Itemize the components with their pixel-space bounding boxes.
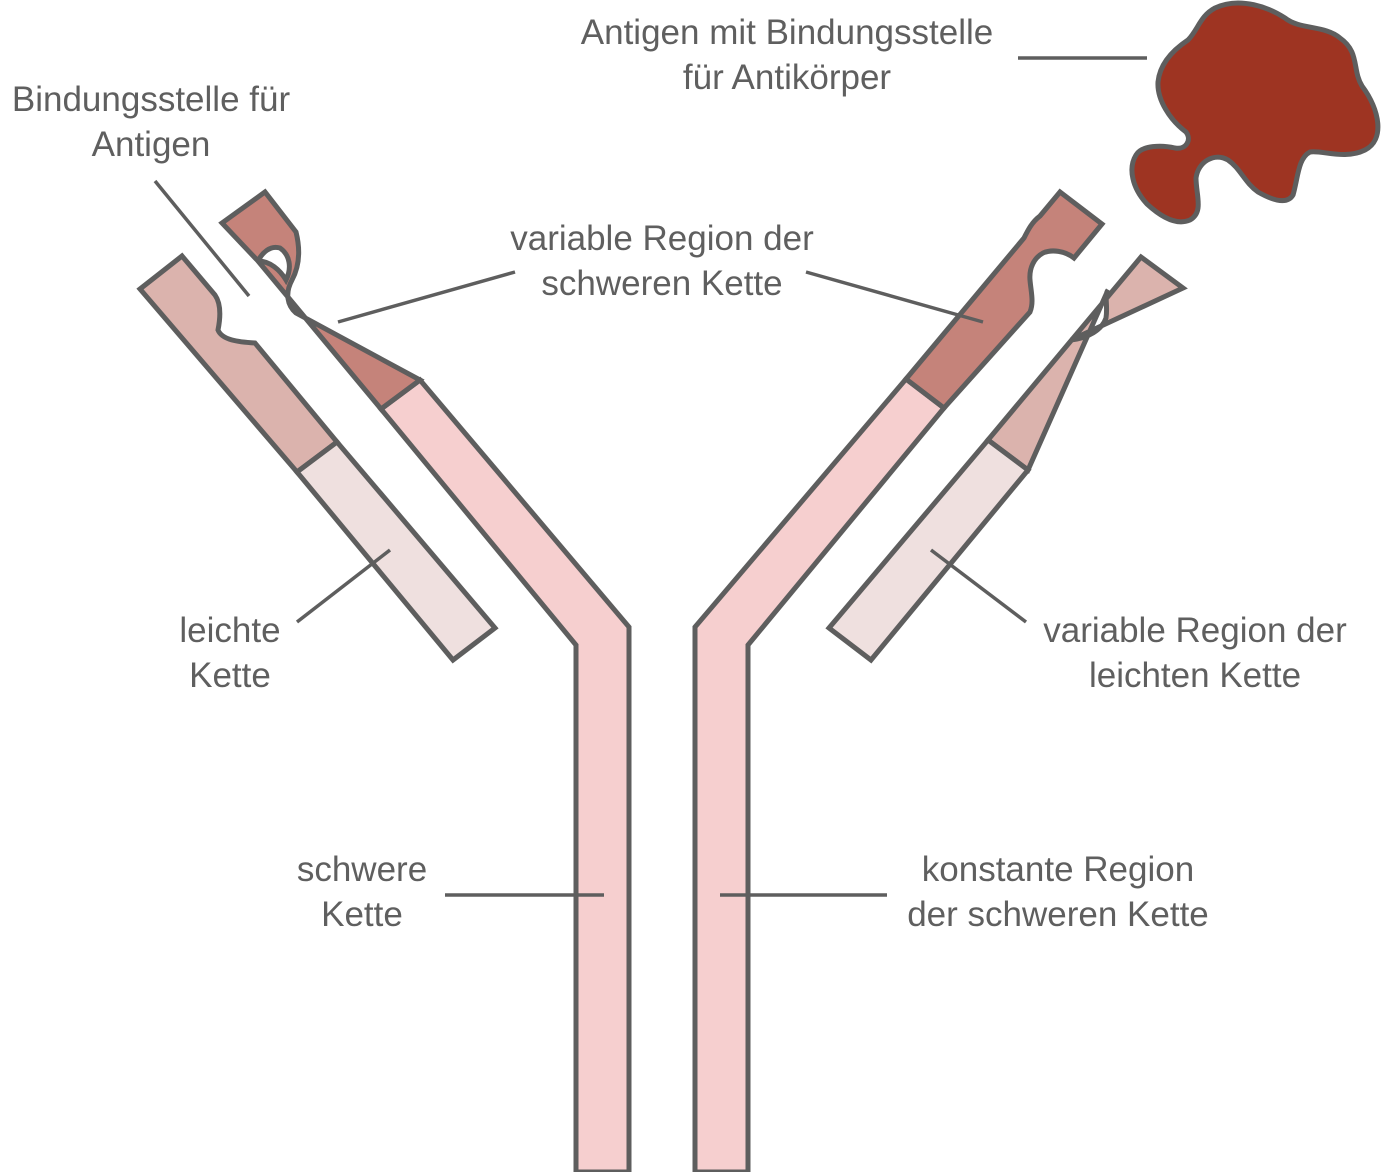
binding-site-label-line2: Antigen xyxy=(91,125,211,164)
heavy-constant-label: konstante Region der schweren Kette xyxy=(893,847,1223,937)
heavy-variable-leader-line-left xyxy=(337,270,516,324)
antigen-shape xyxy=(1129,0,1381,225)
binding-site-label-line1: Bindungsstelle für xyxy=(11,80,291,119)
right-light-chain-variable-region xyxy=(984,253,1188,474)
light-variable-label-line1: variable Region der xyxy=(1043,611,1347,650)
light-chain-label: leichte Kette xyxy=(165,608,295,698)
antigen-label-line1: Antigen mit Bindungsstelle xyxy=(580,13,994,52)
antigen-label-line2: für Antikörper xyxy=(682,58,892,97)
right-heavy-chain-variable-region xyxy=(902,188,1106,412)
heavy-constant-label-line2: der schweren Kette xyxy=(907,895,1209,934)
left-light-chain-constant-region xyxy=(293,438,499,664)
right-light-chain-constant-region xyxy=(825,436,1032,664)
right-heavy-chain-constant-region xyxy=(692,375,948,1172)
binding-site-leader-line xyxy=(153,179,251,298)
heavy-variable-label-line1: variable Region der xyxy=(510,219,814,258)
binding-site-label: Bindungsstelle für Antigen xyxy=(0,77,302,167)
left-heavy-chain-constant-region xyxy=(377,376,632,1172)
light-chain-label-line1: leichte xyxy=(179,611,281,650)
light-chain-label-line2: Kette xyxy=(189,656,271,695)
heavy-chain-label-line1: schwere xyxy=(296,850,428,889)
light-variable-label-line2: leichten Kette xyxy=(1088,656,1302,695)
heavy-variable-label-line2: schweren Kette xyxy=(541,264,783,303)
heavy-constant-label-line1: konstante Region xyxy=(921,850,1195,889)
heavy-chain-label-line2: Kette xyxy=(321,895,403,934)
antigen-label: Antigen mit Bindungsstelle für Antikörpe… xyxy=(562,10,1012,100)
heavy-chain-label: schwere Kette xyxy=(284,847,440,937)
light-chain-leader-line xyxy=(295,548,392,624)
left-heavy-chain-variable-region xyxy=(218,188,425,413)
light-variable-leader-line xyxy=(929,548,1028,624)
light-variable-label: variable Region der leichten Kette xyxy=(1033,608,1357,698)
heavy-variable-leader-line-right xyxy=(805,270,984,324)
left-light-chain-variable-region xyxy=(136,252,341,476)
heavy-variable-label: variable Region der schweren Kette xyxy=(500,216,824,306)
